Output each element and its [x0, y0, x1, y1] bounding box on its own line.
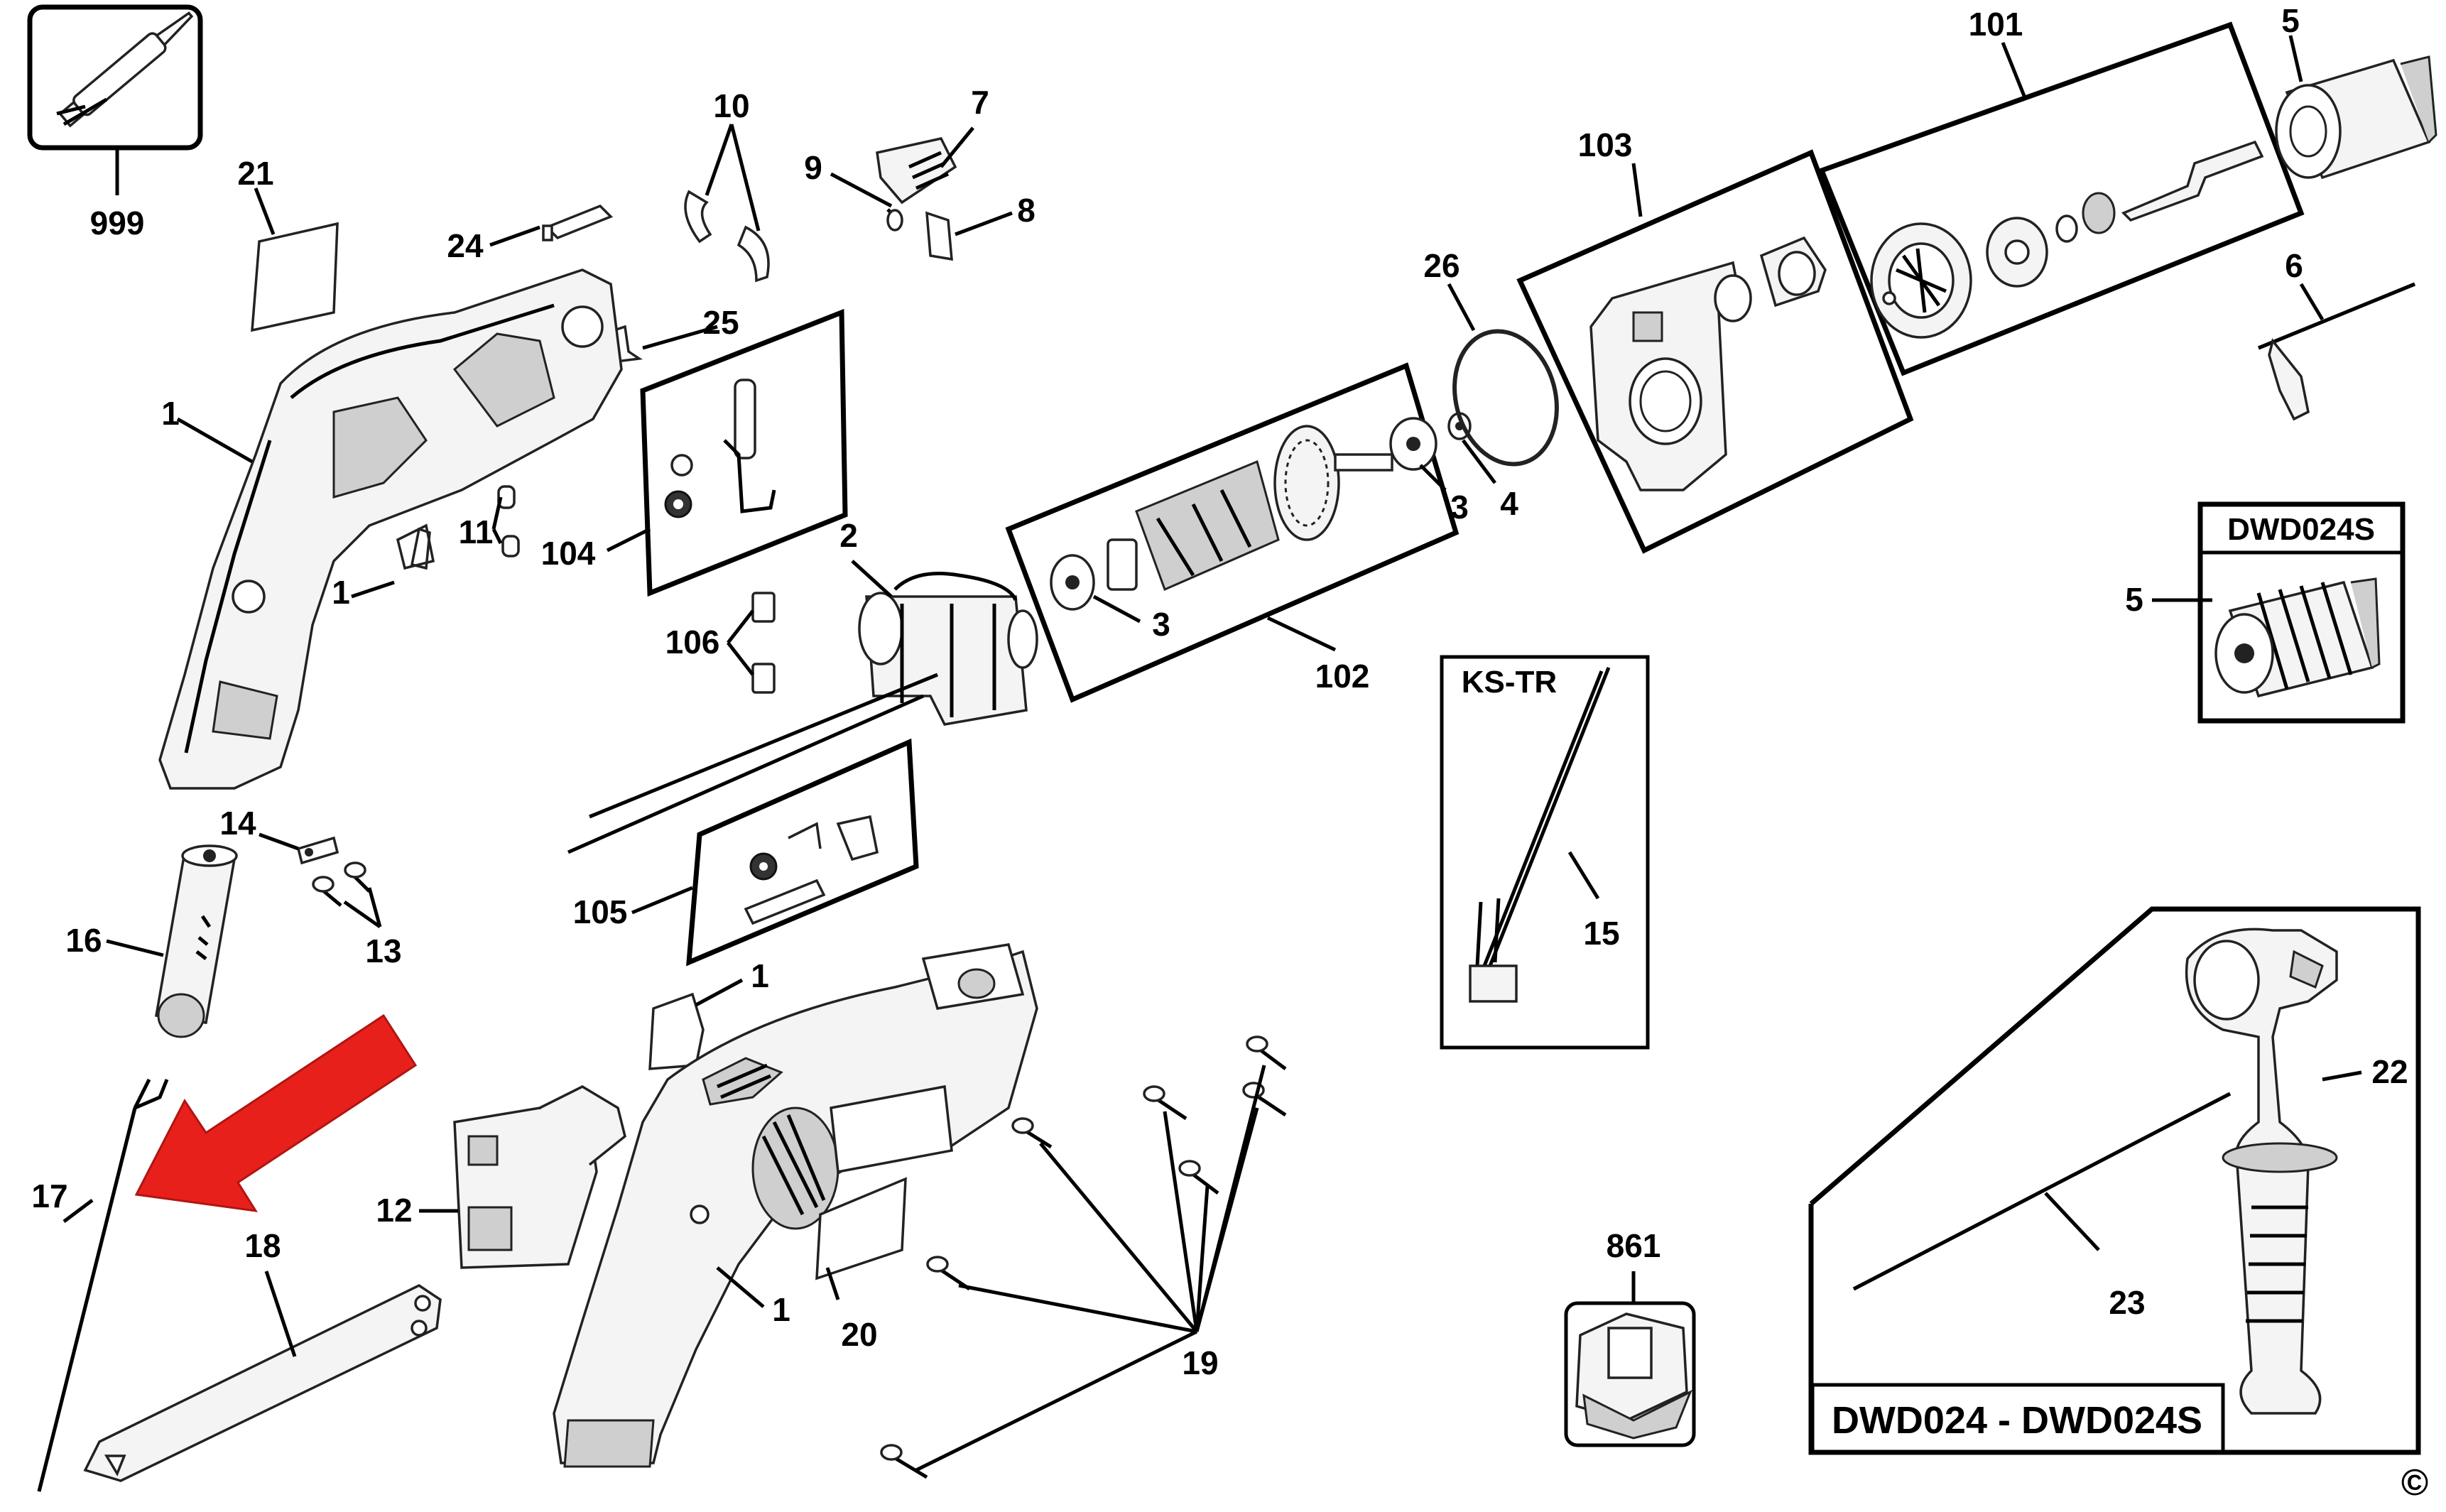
box-104[interactable]: [640, 308, 848, 597]
part-1-cover-small[interactable]: [648, 992, 705, 1070]
part-861-case[interactable]: [1564, 1301, 1696, 1447]
part-10-clips[interactable]: [684, 190, 770, 283]
callout-3a: 3: [1152, 606, 1170, 643]
part-21-label[interactable]: [251, 222, 339, 332]
part-8-plate[interactable]: [925, 211, 953, 261]
box-dwd024-side-handle[interactable]: DWD024 - DWD024S: [1808, 906, 2421, 1455]
part-7-selector-button[interactable]: [876, 136, 957, 205]
part-5-chuck[interactable]: [2275, 55, 2437, 180]
part-2-stator[interactable]: [858, 572, 1038, 726]
part-106-brushes[interactable]: [751, 592, 776, 694]
callout-13: 13: [365, 932, 401, 969]
callout-24: 24: [447, 227, 484, 264]
part-11-pins[interactable]: [497, 485, 520, 558]
callout-14: 14: [219, 805, 256, 842]
box-101[interactable]: [1818, 21, 2305, 376]
callout-8: 8: [1017, 192, 1036, 229]
callout-19: 19: [1182, 1344, 1218, 1381]
callout-26: 26: [1423, 247, 1460, 284]
callout-1a: 1: [161, 395, 180, 432]
callout-106: 106: [665, 624, 720, 660]
callout-999: 999: [90, 205, 145, 241]
callout-22: 22: [2371, 1053, 2408, 1090]
callout-7: 7: [971, 84, 989, 121]
part-24-clip[interactable]: [542, 204, 614, 241]
callout-5b: 5: [2125, 581, 2143, 618]
part-14-cable-clamp[interactable]: [296, 836, 339, 865]
callout-104: 104: [541, 535, 596, 572]
callout-21: 21: [237, 155, 273, 192]
box-title-dwd024-range: DWD024 - DWD024S: [1832, 1399, 2202, 1442]
callout-10: 10: [713, 87, 749, 124]
part-18-depth-stop[interactable]: [83, 1283, 442, 1482]
callout-3b: 3: [1450, 489, 1469, 526]
part-12-switch[interactable]: [453, 1085, 626, 1269]
part-13-screws[interactable]: [312, 861, 371, 907]
highlight-arrow: [134, 1013, 418, 1212]
part-26-o-ring[interactable]: [1440, 320, 1571, 476]
callout-5a: 5: [2281, 2, 2300, 39]
callout-861: 861: [1607, 1227, 1661, 1264]
callout-16: 16: [65, 922, 102, 959]
callout-103: 103: [1578, 126, 1633, 163]
callout-1c: 1: [751, 957, 769, 994]
box-102[interactable]: [1005, 362, 1460, 703]
part-16-cord-guard[interactable]: [154, 844, 238, 1038]
callout-6: 6: [2285, 247, 2303, 284]
callout-4: 4: [1500, 485, 1518, 522]
part-17-power-cord[interactable]: [37, 1078, 169, 1492]
copyright-mark: ©: [2401, 1462, 2428, 1503]
part-999-grease-tube[interactable]: [27, 4, 203, 151]
callout-1d: 1: [772, 1291, 790, 1328]
callout-20: 20: [841, 1316, 877, 1353]
box-dwd024s[interactable]: DWD024S: [2197, 501, 2406, 724]
callout-11: 11: [459, 513, 494, 550]
part-9-screw[interactable]: [886, 208, 903, 232]
box-105[interactable]: [686, 738, 919, 967]
callout-102: 102: [1315, 658, 1370, 695]
box-title-dwd024s: DWD024S: [2227, 512, 2375, 547]
part-6-chuck-key[interactable]: [2258, 282, 2415, 421]
callout-17: 17: [31, 1177, 67, 1214]
callout-18: 18: [244, 1227, 281, 1264]
part-1-housing-left[interactable]: [158, 268, 623, 790]
callout-101: 101: [1969, 6, 2023, 43]
callout-23: 23: [2109, 1284, 2145, 1321]
callout-15: 15: [1583, 915, 1619, 952]
callout-12: 12: [376, 1192, 412, 1229]
box-103[interactable]: [1516, 149, 1914, 554]
callout-9: 9: [804, 149, 822, 186]
callout-25: 25: [702, 304, 739, 341]
part-19-screws[interactable]: [880, 1035, 1287, 1479]
part-20-label[interactable]: [815, 1177, 907, 1280]
callout-105: 105: [573, 893, 628, 930]
box-title-ks-tr: KS-TR: [1462, 665, 1557, 700]
part-1-housing-right[interactable]: [553, 943, 1038, 1468]
box-ks-tr[interactable]: KS-TR: [1440, 655, 1650, 1050]
callout-2: 2: [839, 517, 858, 554]
callout-1b: 1: [332, 574, 350, 611]
